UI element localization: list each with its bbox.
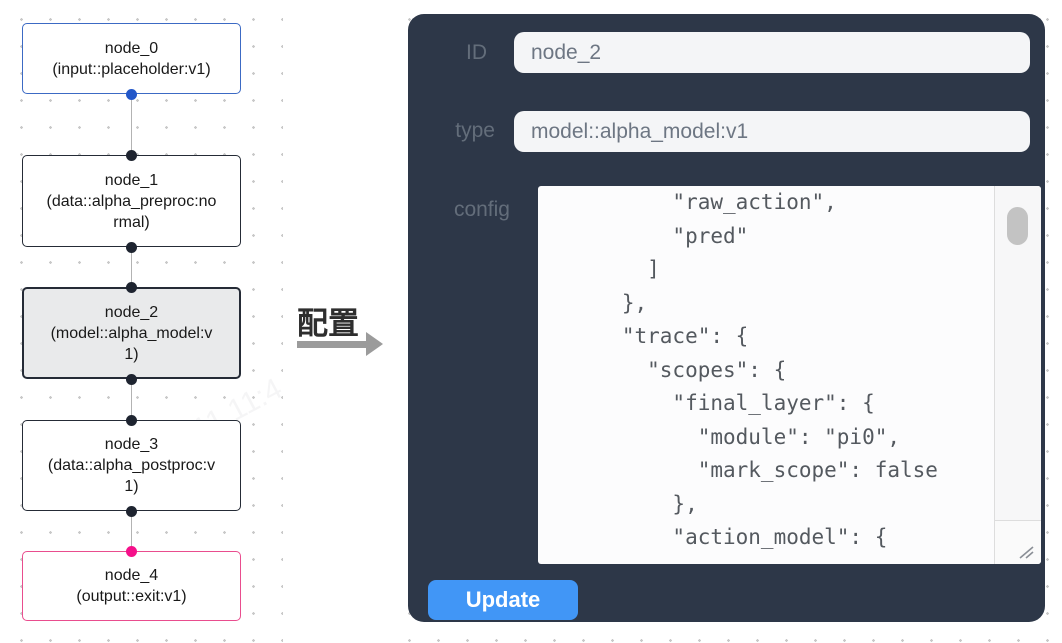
scrollbar-thumb[interactable] (1007, 207, 1028, 245)
resize-corner (994, 520, 1041, 564)
node-node_1[interactable]: node_1 (data::alpha_preproc:normal) (22, 155, 241, 247)
port-in-node_4[interactable] (126, 545, 137, 557)
edge-node2-node3 (130, 379, 132, 420)
node-type: (data::alpha_postproc:v1) (47, 457, 216, 495)
resize-handle-icon[interactable] (1017, 543, 1035, 559)
update-button[interactable]: Update (428, 580, 578, 620)
config-textarea[interactable]: "raw_action", "pred" ] }, "trace": { "sc… (538, 186, 1041, 564)
edge-node0-node1 (130, 94, 132, 155)
node-name: node_1 (104, 171, 159, 189)
type-input[interactable]: model::alpha_model:v1 (514, 111, 1030, 152)
node-type: (data::alpha_preproc:normal) (46, 192, 217, 231)
edge-node3-node4 (130, 511, 132, 551)
id-input[interactable]: node_2 (514, 32, 1030, 73)
node-node_4[interactable]: node_4 (output::exit:v1) (22, 551, 241, 621)
config-panel: ID node_2 type model::alpha_model:v1 con… (408, 14, 1045, 622)
port-out-node_3[interactable] (126, 505, 137, 517)
port-out-node_1[interactable] (126, 241, 137, 253)
node-node_2[interactable]: node_2 (model::alpha_model:v1) (22, 287, 241, 379)
configure-label: 配置 (297, 306, 359, 341)
node-name: node_3 (104, 436, 159, 453)
scrollbar-track[interactable] (994, 186, 1041, 520)
id-label: ID (466, 41, 487, 64)
config-label: config (453, 198, 510, 221)
node-node_0[interactable]: node_0 (input::placeholder:v1) (22, 23, 241, 94)
node-name: node_4 (104, 567, 159, 584)
type-label: type (455, 119, 495, 142)
edge-node1-node2 (130, 247, 132, 287)
port-in-node_3[interactable] (126, 414, 137, 426)
right-arrow-icon (297, 341, 367, 348)
node-type: (input::placeholder:v1) (52, 60, 211, 78)
node-type: (output::exit:v1) (76, 588, 187, 605)
port-in-node_1[interactable] (126, 149, 137, 161)
port-out-node_0[interactable] (126, 88, 137, 100)
config-json-text: "raw_action", "pred" ] }, "trace": { "sc… (621, 190, 938, 549)
port-out-node_2[interactable] (126, 373, 137, 385)
node-type: (model::alpha_model:v1) (50, 324, 213, 363)
node-name: node_0 (104, 39, 159, 57)
port-in-node_2[interactable] (126, 281, 137, 293)
node-name: node_2 (104, 303, 159, 321)
node-node_3[interactable]: node_3 (data::alpha_postproc:v1) (22, 420, 241, 511)
right-arrow-icon (366, 332, 383, 356)
